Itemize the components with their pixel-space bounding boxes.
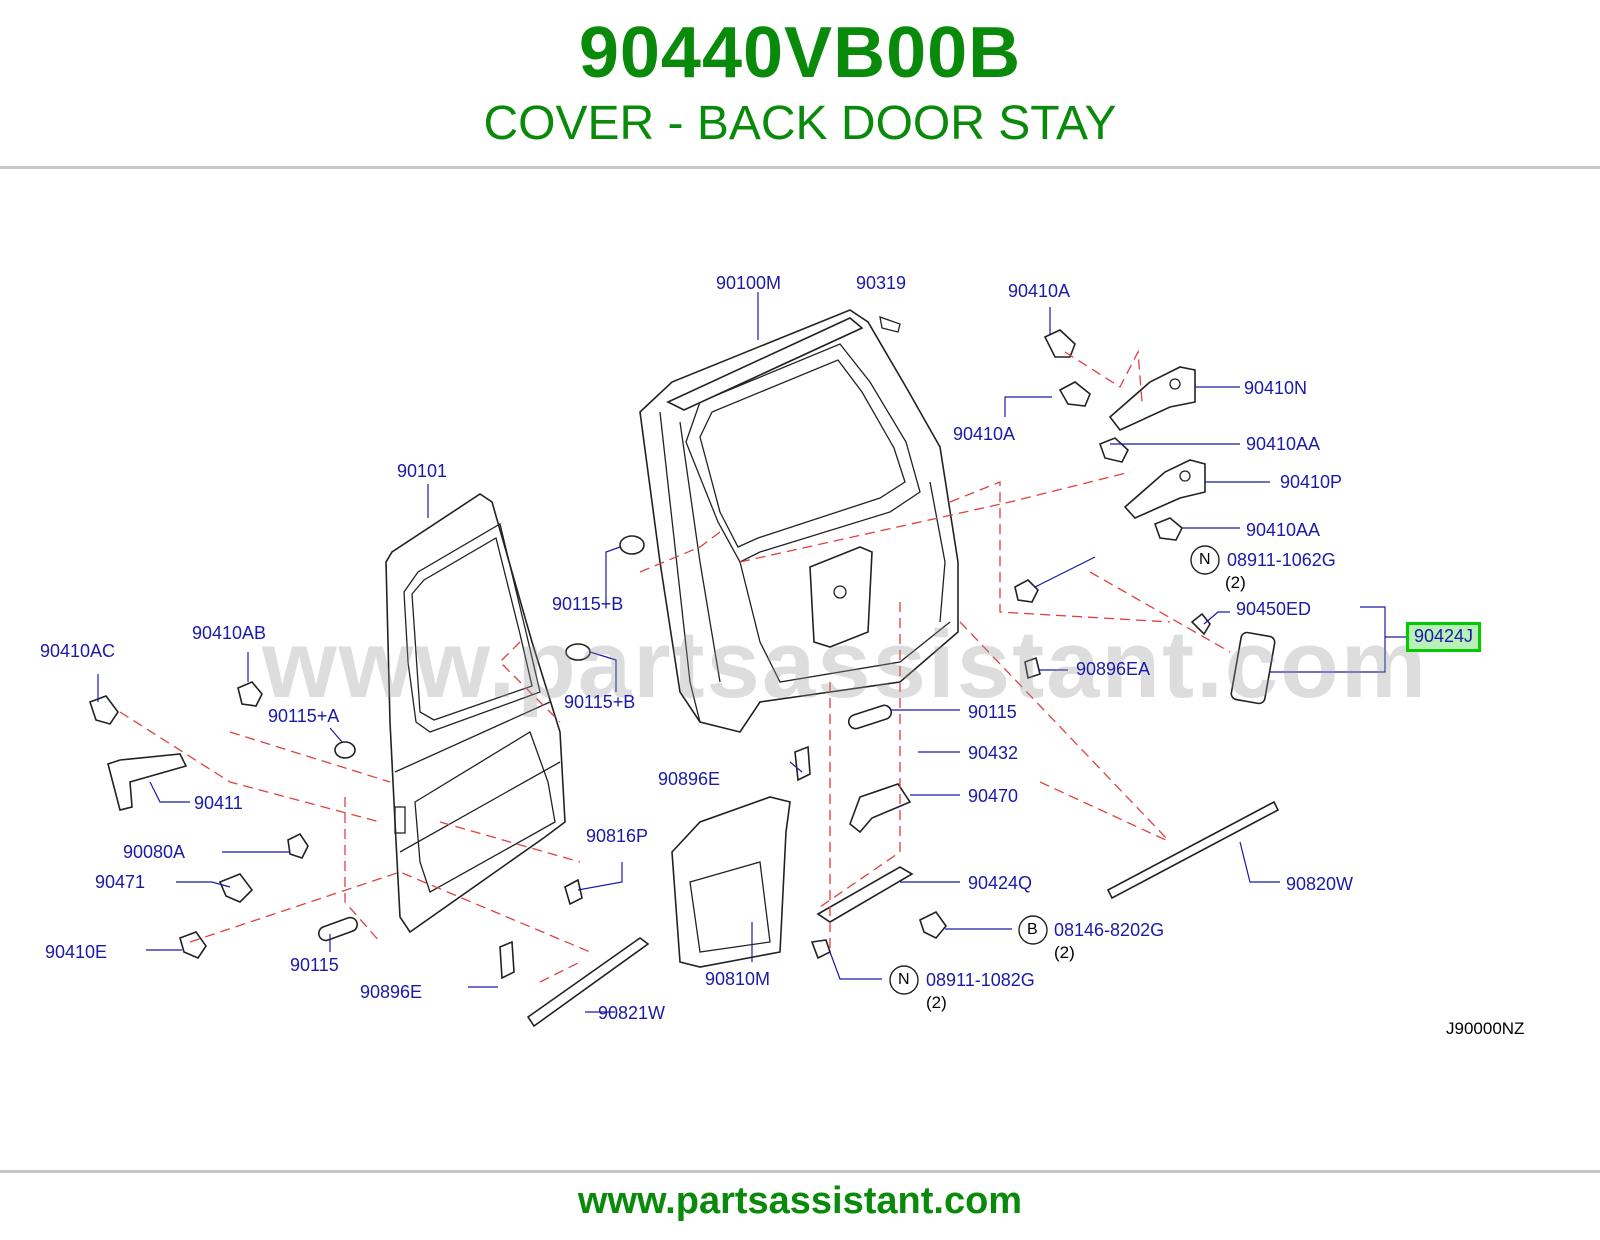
leader-lines: [97, 292, 1408, 1013]
callout-90410N[interactable]: 90410N: [1244, 378, 1308, 398]
callout-90821W[interactable]: 90821W: [598, 1003, 666, 1023]
callout-90411[interactable]: 90411: [194, 793, 243, 813]
badge-n-1: N: [1199, 551, 1211, 568]
callout-90410AA-2[interactable]: 90410AA: [1246, 520, 1321, 540]
quantity-1: (2): [1225, 573, 1246, 592]
callout-90410E[interactable]: 90410E: [45, 942, 108, 962]
callout-90471[interactable]: 90471: [95, 872, 146, 892]
callout-90424Q[interactable]: 90424Q: [968, 873, 1033, 893]
callout-90816P[interactable]: 90816P: [586, 826, 649, 846]
assembly-lines: [119, 349, 1231, 983]
callout-90424J-highlighted[interactable]: 90424J: [1406, 622, 1482, 652]
callout-90101[interactable]: 90101: [397, 461, 448, 481]
part-name-subtitle: COVER - BACK DOOR STAY: [483, 97, 1117, 150]
callout-90410AC[interactable]: 90410AC: [40, 641, 116, 661]
callout-90450ED[interactable]: 90450ED: [1236, 599, 1312, 619]
exploded-view-drawing: [88, 292, 1408, 1028]
footer-url-link[interactable]: www.partsassistant.com: [577, 1180, 1023, 1222]
callout-90410AB[interactable]: 90410AB: [192, 623, 267, 643]
callout-90115B-2[interactable]: 90115+B: [564, 692, 636, 712]
callout-90896E-mid[interactable]: 90896E: [658, 769, 721, 789]
callout-90410A-mid[interactable]: 90410A: [953, 424, 1016, 444]
callout-90896EA[interactable]: 90896EA: [1076, 659, 1151, 679]
callout-90820W[interactable]: 90820W: [1286, 874, 1354, 894]
callout-90100M[interactable]: 90100M: [716, 273, 782, 293]
callout-90115-right[interactable]: 90115: [968, 702, 1017, 722]
callout-90410A-top[interactable]: 90410A: [1008, 281, 1071, 301]
callout-90410P[interactable]: 90410P: [1280, 472, 1343, 492]
callout-90896E-left[interactable]: 90896E: [360, 982, 423, 1002]
quantity-2: (2): [1054, 943, 1075, 962]
callout-08911-1062G[interactable]: 08911-1062G: [1227, 550, 1336, 570]
callout-90115-left[interactable]: 90115: [290, 955, 339, 975]
callout-90080A[interactable]: 90080A: [123, 842, 186, 862]
badge-n-2: N: [898, 971, 910, 988]
diagram-reference-code: J90000NZ: [1446, 1019, 1525, 1038]
left-hardware-drawing: [88, 681, 359, 959]
callout-90319[interactable]: 90319: [856, 273, 907, 293]
lower-parts-drawing: [499, 535, 1280, 1028]
page-header: 90440VB00B COVER - BACK DOOR STAY: [0, 0, 1600, 168]
hinges-drawing: [1014, 329, 1276, 705]
parts-diagram: www.partsassistant.com 90100M 90319 9041…: [0, 262, 1600, 1082]
callout-90115A[interactable]: 90115+A: [268, 706, 340, 726]
header-divider: [0, 166, 1600, 169]
back-door-panel-drawing: [639, 309, 959, 733]
callout-90432[interactable]: 90432: [968, 743, 1019, 763]
spec-badges: [889, 545, 1220, 995]
side-door-panel-drawing: [385, 493, 566, 934]
callout-90115B-1[interactable]: 90115+B: [552, 594, 624, 614]
callout-90470[interactable]: 90470: [968, 786, 1019, 806]
callout-08146-8202G[interactable]: 08146-8202G: [1054, 920, 1165, 940]
badge-b-1: B: [1027, 921, 1038, 938]
callout-90410AA-1[interactable]: 90410AA: [1246, 434, 1321, 454]
quantity-3: (2): [926, 993, 947, 1012]
callout-08911-1082G[interactable]: 08911-1082G: [926, 970, 1035, 990]
watermark: www.partsassistant.com: [262, 611, 1429, 718]
part-number-title: 90440VB00B: [578, 13, 1022, 93]
footer-divider: [0, 1170, 1600, 1173]
callout-90810M[interactable]: 90810M: [705, 969, 771, 989]
